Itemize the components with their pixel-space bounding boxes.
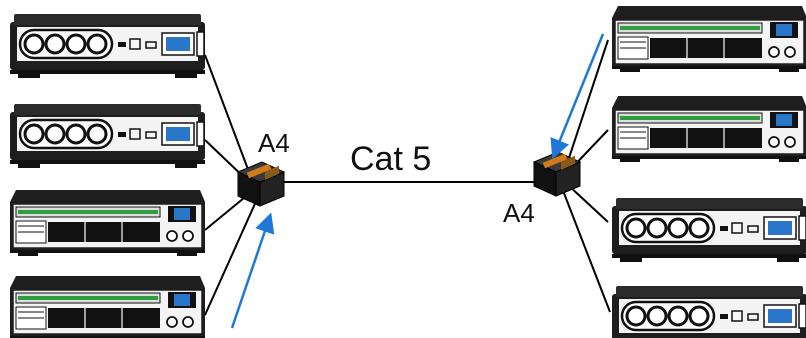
left-arrow-icon <box>230 212 275 329</box>
left-adapter-box <box>237 161 285 207</box>
cat5-label: Cat 5 <box>350 140 431 178</box>
cable-right-1 <box>564 39 609 171</box>
cables <box>204 39 611 316</box>
disc-player-device <box>9 275 206 338</box>
disc-player-device <box>611 95 806 163</box>
cable-right-3 <box>567 184 609 223</box>
cable-right-4 <box>561 187 611 313</box>
right-adapter-box <box>533 151 581 197</box>
right-arrow-icon <box>550 33 605 160</box>
left-device-stack <box>8 12 207 338</box>
amplifier-device <box>8 12 207 80</box>
right-device-stack <box>610 5 806 338</box>
amplifier-device <box>8 102 207 170</box>
cable-left-1 <box>204 54 253 181</box>
cable-left-4 <box>204 196 259 316</box>
amplifier-device <box>610 196 806 264</box>
cable-left-3 <box>204 192 251 231</box>
signal-arrows <box>230 33 605 329</box>
disc-player-device <box>9 189 206 257</box>
amplifier-device <box>610 284 806 338</box>
left-adapter-label: A4 <box>258 128 290 158</box>
disc-player-device <box>611 5 806 73</box>
right-adapter-label: A4 <box>503 198 535 228</box>
